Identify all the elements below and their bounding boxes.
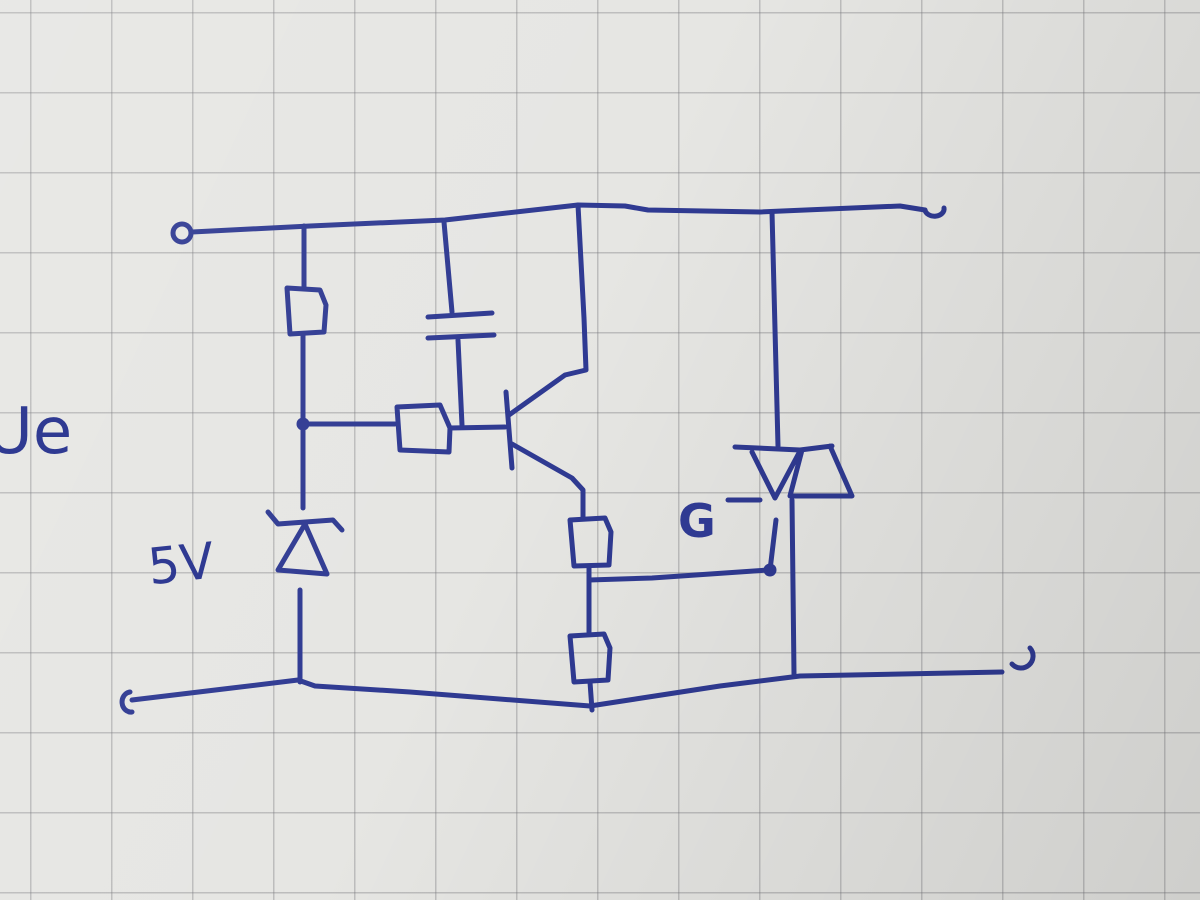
wire-base-right bbox=[447, 424, 508, 431]
top-rail-wire bbox=[189, 202, 928, 235]
wire-triac-bottom bbox=[789, 497, 797, 677]
wire-triac-gate bbox=[767, 517, 779, 573]
bottom-rail-wire bbox=[129, 669, 1005, 709]
wire-cap-top bbox=[441, 219, 455, 315]
resistor-r4 bbox=[567, 631, 613, 685]
zener-voltage-label: 5V bbox=[145, 531, 217, 597]
input-voltage-label: Ue bbox=[0, 395, 73, 469]
resistor-r3 bbox=[567, 515, 614, 569]
wire-r4-bottom bbox=[587, 679, 595, 713]
terminal-top-right bbox=[922, 205, 947, 219]
terminal-top-left bbox=[170, 221, 194, 245]
capacitor-c1 bbox=[425, 310, 497, 341]
transistor-collector bbox=[506, 202, 589, 418]
resistor-r1 bbox=[284, 285, 329, 337]
transistor-emitter bbox=[509, 441, 586, 521]
wire-cap-bottom bbox=[455, 337, 465, 428]
terminal-bottom-left bbox=[119, 689, 135, 715]
zener-diode bbox=[265, 509, 345, 577]
terminal-bottom-right bbox=[1009, 645, 1036, 671]
transistor-base-bar bbox=[503, 389, 515, 471]
wire-gate-link bbox=[586, 567, 771, 583]
gate-label: G bbox=[678, 494, 716, 548]
wire-triac-top bbox=[769, 209, 781, 449]
triac-t1 bbox=[732, 443, 855, 501]
resistor-r2 bbox=[394, 402, 453, 455]
